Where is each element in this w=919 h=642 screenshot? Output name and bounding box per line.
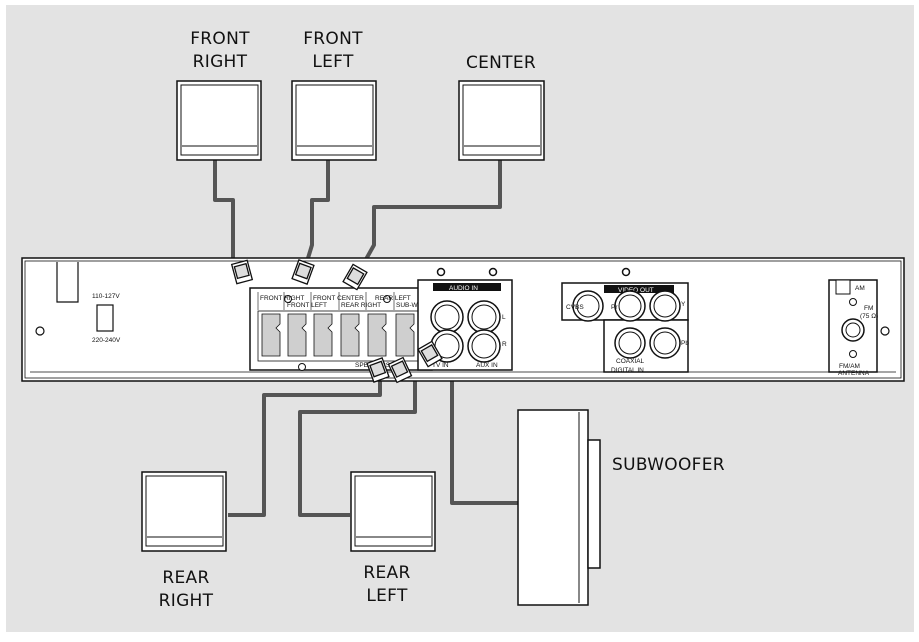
cvbs-label: CVBS [566,304,584,311]
terminal-front-center-label: FRONT CENTER [313,295,364,302]
subwoofer-label-line1: SUBWOOFER [612,455,725,475]
speaker-subwoofer [517,409,601,606]
center-cable [358,158,502,271]
fm-label: FM [864,305,873,312]
speaker-front-right [176,80,262,161]
terminal-front-left-label: FRONT LEFT [287,302,327,309]
rear-right-cable [228,375,382,517]
terminal-rear-left-label: REAR LEFT [375,295,411,302]
am-label: AM [855,285,865,292]
front-left-label-line1: FRONT [303,29,363,49]
voltage-high-label: 110-127V [92,293,120,300]
audio-r-label: R [502,341,507,348]
plug-front-right [230,259,254,285]
rear-left-label-line1: REAR [363,563,411,583]
antenna-block: AM FM (75 Ω) FM/AM ANTENNA [828,279,878,377]
front-left-label: FRONT LEFT [287,28,379,74]
y-label: Y [681,301,686,308]
subwoofer-label: SUBWOOFER [612,454,752,477]
rear-right-label: REAR RIGHT [140,567,232,613]
pr-label: Pr [611,304,618,311]
plug-front-left [291,259,315,285]
plug-center [342,263,368,291]
front-right-label-line2: RIGHT [192,52,248,72]
speaker-front-left [291,80,377,161]
front-right-label-line1: FRONT [190,29,250,49]
front-left-label-line2: LEFT [312,52,354,72]
speaker-plugs [230,259,443,384]
front-left-cable [303,158,330,269]
video-out-label: VIDEO OUT [618,287,654,294]
coaxial-label: COAXIAL [616,358,645,365]
audio-l-label: L [502,314,506,321]
pb-label: Pb [681,340,689,347]
rear-right-label-line2: RIGHT [158,591,214,611]
front-right-cable [213,160,235,268]
plug-rear-right [366,357,390,383]
digital-in-label: DIGITAL IN [611,367,644,374]
audio-in-label: AUDIO IN [449,285,478,292]
video-jacks [572,290,681,359]
speaker-rear-right [141,471,227,552]
rear-right-label-line1: REAR [162,568,210,588]
plug-subwoofer [417,340,443,368]
aux-in-label: AUX IN [476,362,498,369]
speaker-terminal-block: FRONT RIGHT FRONT LEFT FRONT CENTER REAR… [249,287,441,371]
audio-in-jacks [430,300,501,363]
antenna-label-line2: ANTENNA [838,370,870,377]
tv-in-label: TV IN [432,362,449,369]
antenna-label-line1: FM/AM [839,363,860,370]
front-right-label: FRONT RIGHT [174,28,266,74]
speaker-rear-left [350,471,436,552]
terminal-front-right-label: FRONT RIGHT [260,295,304,302]
terminal-rear-right-label: REAR RIGHT [341,302,381,309]
voltage-low-label: 220-240V [92,337,121,344]
center-label: CENTER [445,52,557,75]
receiver-rear-panel: 110-127V 220-240V FRONT RIGHT [21,257,905,382]
rear-left-label-line2: LEFT [366,586,408,606]
rear-left-cable [298,378,417,517]
speaker-center [458,80,545,161]
rear-left-label: REAR LEFT [341,562,433,608]
center-label-line1: CENTER [465,53,537,73]
fm-ohm-label: (75 Ω) [860,313,878,320]
plug-rear-left [387,356,413,384]
video-out-block: VIDEO OUT CVBS Pr Y Pb COAXIAL DIGITAL I… [561,282,689,374]
